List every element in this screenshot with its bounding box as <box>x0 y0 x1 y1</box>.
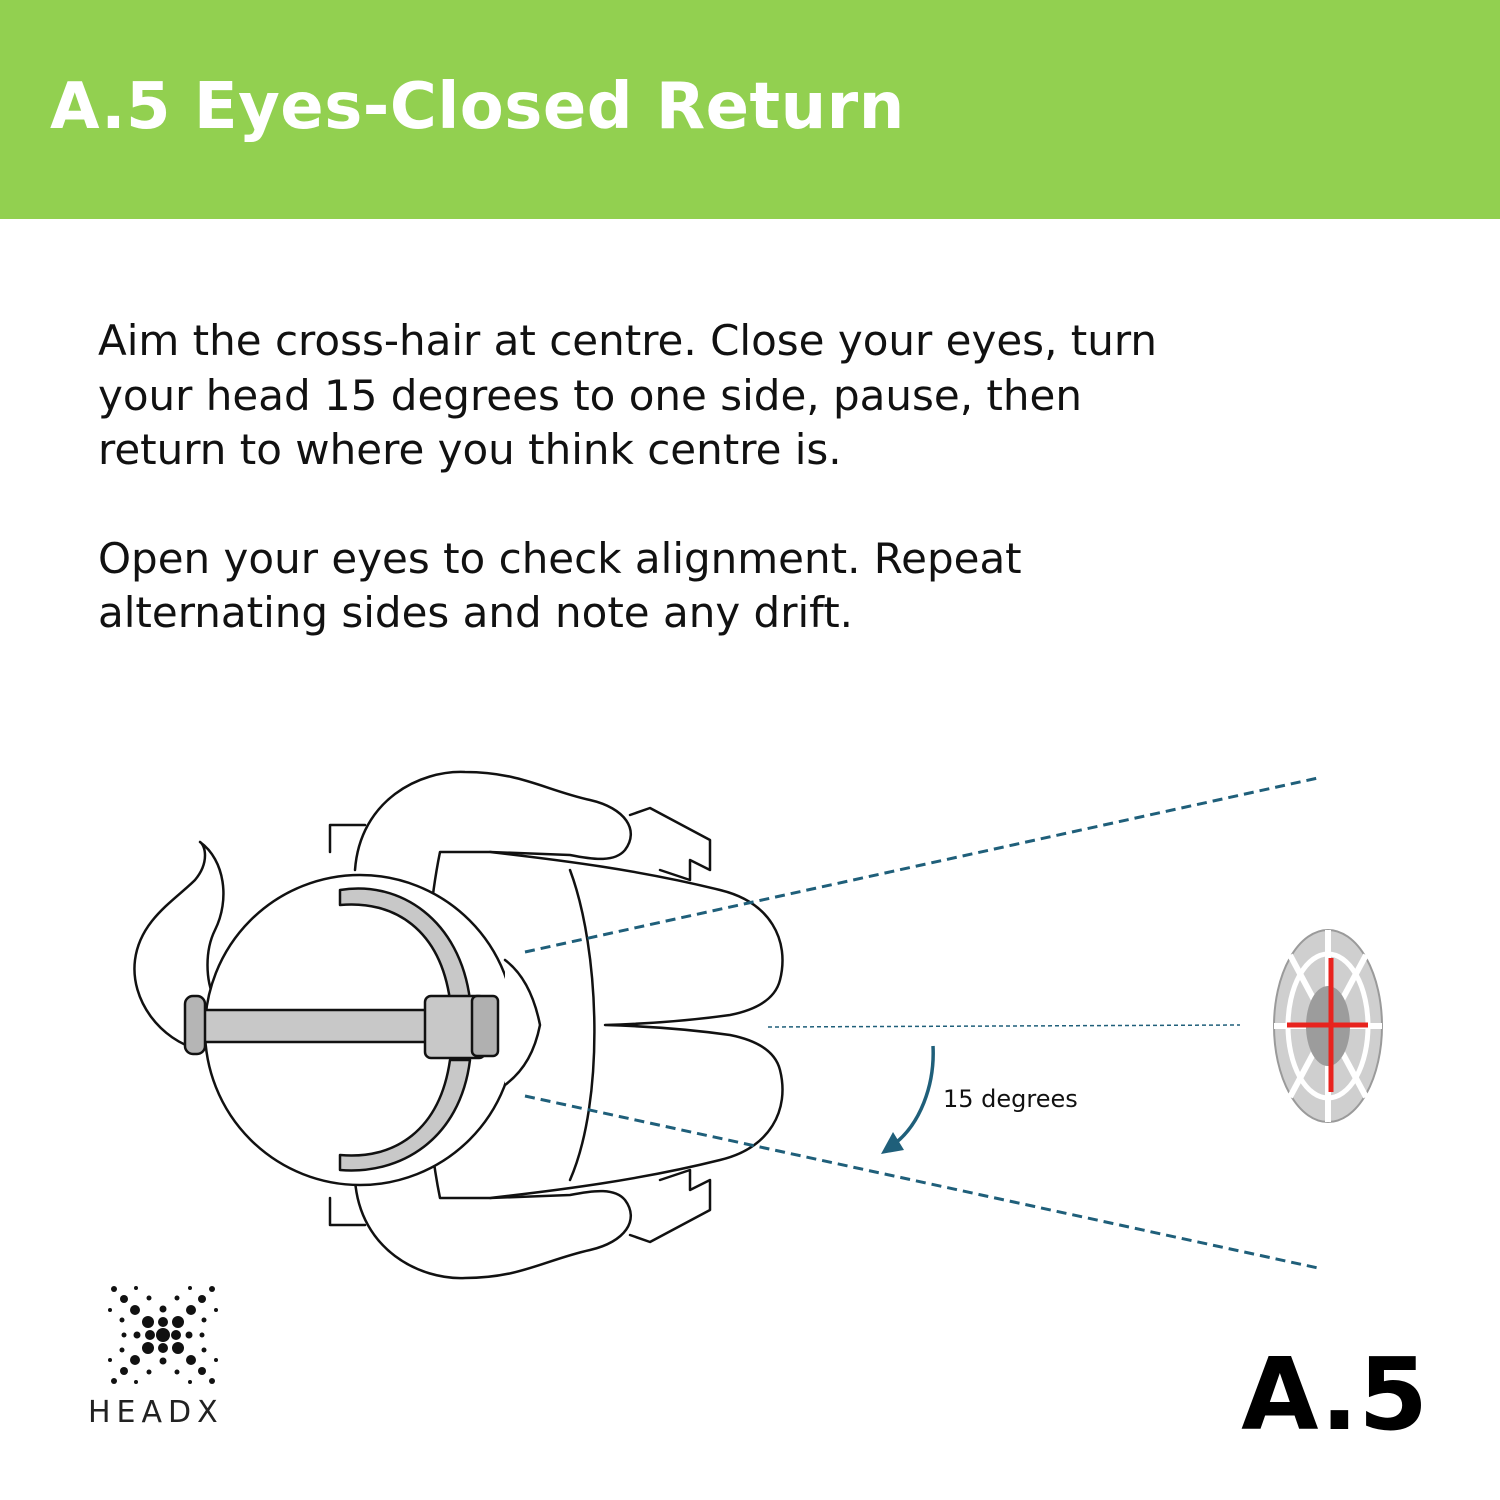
lower-sight-line <box>524 1094 1319 1270</box>
exercise-code: A.5 <box>1241 1336 1428 1453</box>
torso <box>423 850 784 1200</box>
instructions: Aim the cross-hair at centre. Close your… <box>98 314 1198 641</box>
rotation-arrow-icon <box>881 1045 935 1154</box>
face-bump <box>503 958 542 1087</box>
rotation-arc <box>891 1045 935 1147</box>
headband-strap-lower <box>338 1058 472 1172</box>
instruction-paragraph-1: Aim the cross-hair at centre. Close your… <box>98 316 1158 474</box>
rotation-arrowhead <box>881 1132 904 1154</box>
logo-text: HEADX <box>88 1395 224 1430</box>
centre-sight-line <box>767 1024 1241 1028</box>
headx-logo: HEADX <box>88 1280 238 1440</box>
desk-top-part <box>628 806 712 882</box>
desk-bottom-part <box>628 1168 712 1244</box>
crosshair <box>1287 958 1368 1092</box>
dot-x-logo-icon <box>108 1286 218 1384</box>
header-bar: A.5 Eyes-Closed Return <box>0 0 1500 219</box>
person-top-view-with-head-laser-icon <box>133 770 784 1280</box>
page-title: A.5 Eyes-Closed Return <box>50 70 905 144</box>
chair-bracket-bottom <box>328 1196 367 1227</box>
upper-arm-top <box>353 770 632 872</box>
strap-buckle <box>183 994 207 1056</box>
crosshair-target-icon <box>1273 929 1383 1123</box>
upper-sight-line <box>524 776 1319 954</box>
sight-lines <box>524 776 1319 1270</box>
angle-label: 15 degrees <box>943 1085 1078 1113</box>
upper-arm-bottom <box>353 1178 632 1280</box>
chair-bracket-top <box>328 823 367 854</box>
exercise-diagram: 15 degrees <box>133 770 1383 1280</box>
horizontal-strap <box>193 1008 447 1044</box>
torso-inner-line <box>568 868 596 1182</box>
instruction-paragraph-2: Open your eyes to check alignment. Repea… <box>98 533 1022 638</box>
laser-lens <box>470 994 500 1058</box>
